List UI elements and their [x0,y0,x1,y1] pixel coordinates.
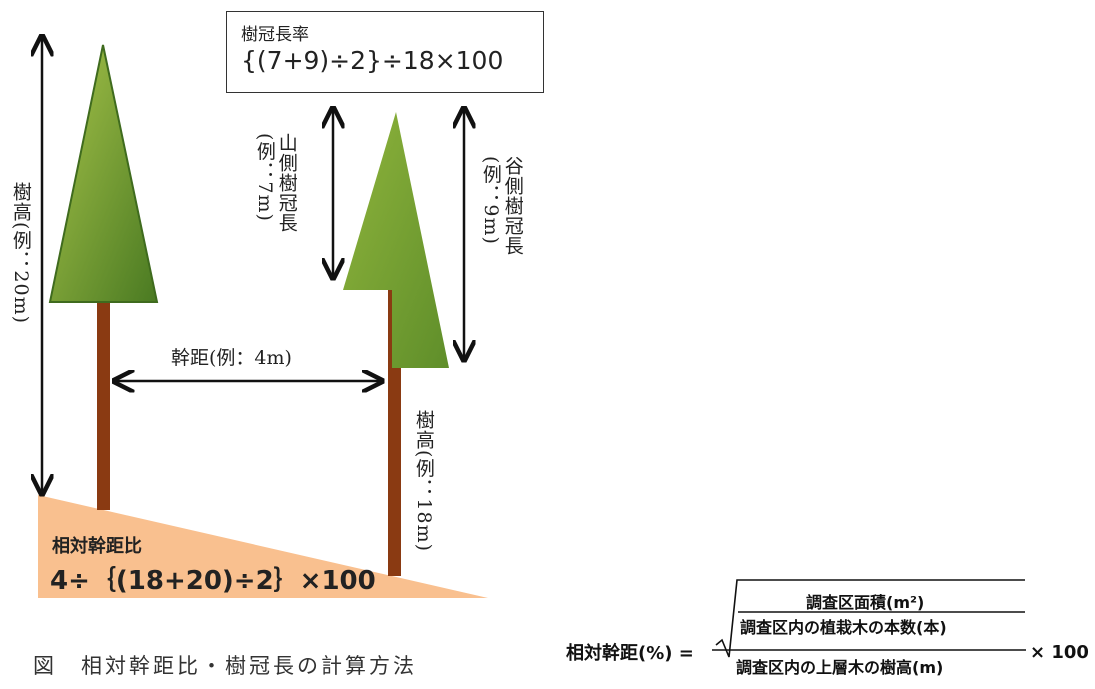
right-tree-crown [343,112,449,368]
equation-numerator-denominator: 調査区内の植栽木の本数(本) [740,618,947,637]
equation-lhs: 相対幹距(%) = [566,643,694,664]
equation-denominator: 調査区内の上層木の樹高(m) [736,658,944,677]
valley-crown-label: 谷側樹冠長(例：9m) [479,156,524,256]
trunk-distance-label: 幹距(例：4m) [171,347,292,369]
crown-ratio-title: 樹冠長率 [241,25,309,45]
sqrt-sign [715,579,1025,658]
crown-ratio-box: 樹冠長率 {(7+9)÷2}÷18×100 [226,11,544,93]
crown-ratio-formula: {(7+9)÷2}÷18×100 [241,46,504,75]
equation-numerator: 調査区面積(m²) [806,593,925,612]
left-height-label: 樹高(例：20m) [9,182,32,325]
relative-spacing-title: 相対幹距比 [52,536,142,557]
relative-spacing-formula: 4÷｛(18+20)÷2｝×100 [50,566,376,596]
mountain-crown-label: 山側樹冠長(例：7m) [253,133,298,233]
left-tree-crown [48,44,159,303]
left-tree-trunk [97,300,110,510]
right-height-label: 樹高(例：18m) [412,410,435,553]
equation-multiplier: × 100 [1030,642,1089,663]
ground-slope [38,495,488,598]
figure-caption: 図 相対幹距比・樹冠長の計算方法 [33,654,417,678]
